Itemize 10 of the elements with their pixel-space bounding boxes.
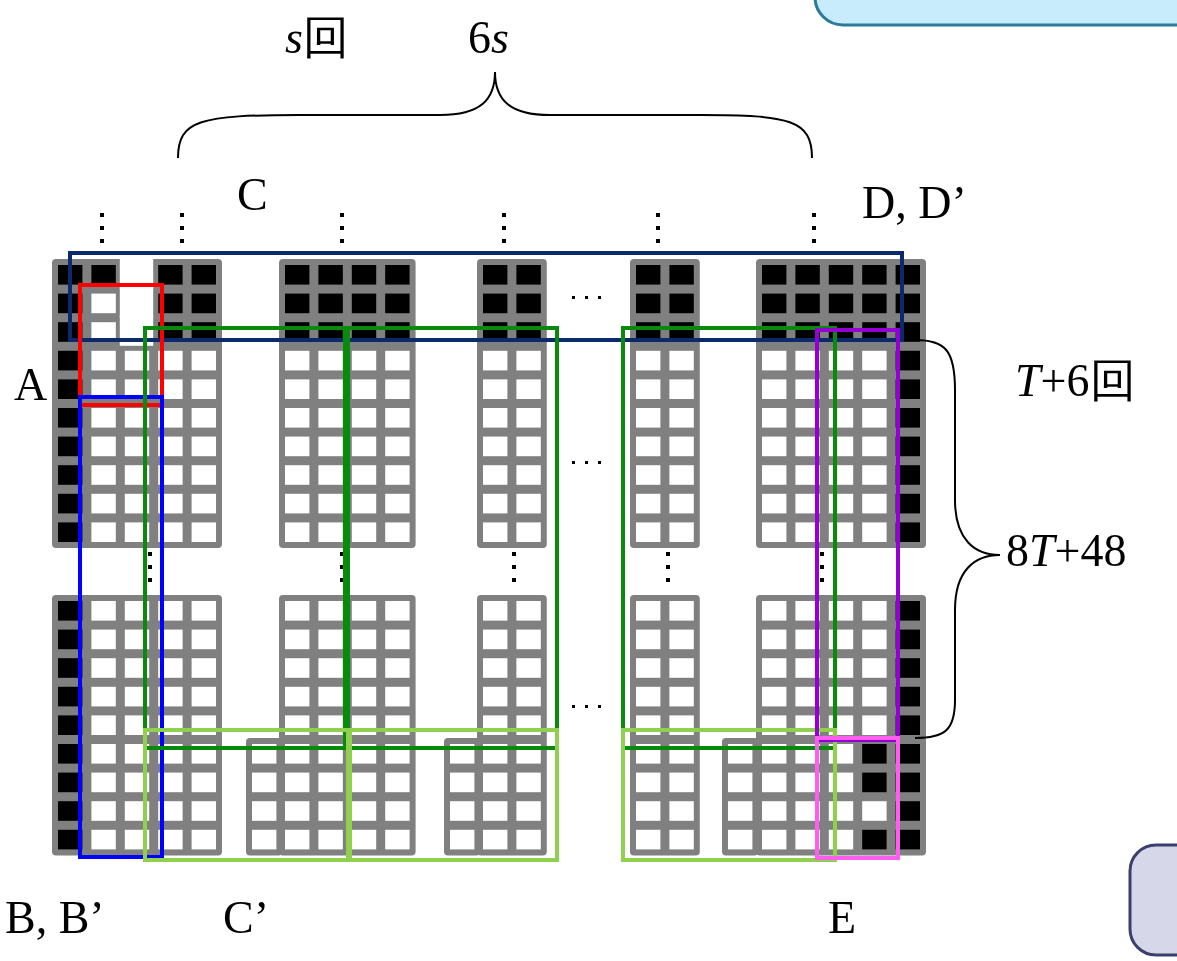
axis-label: T+6回 [1015,358,1136,404]
axis-label: A [14,362,48,408]
axis-label: B, B’ [5,895,105,941]
axis-label: C’ [223,895,269,941]
axis-label: C [237,172,268,218]
axis-label: E [828,895,857,941]
axis-label: D, D’ [862,180,967,226]
axis-label: 8T+48 [1006,528,1127,574]
axis-label: s回 [285,15,349,61]
axis-label: 6s [468,15,509,61]
